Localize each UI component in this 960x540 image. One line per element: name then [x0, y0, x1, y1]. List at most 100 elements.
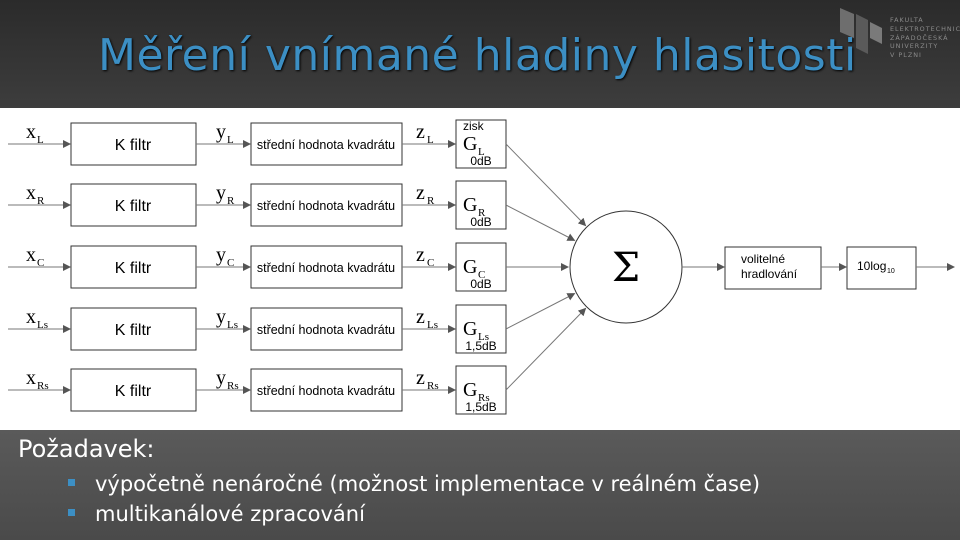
gain-symbol-sub: Ls: [478, 331, 489, 343]
k-filter-block: [70, 122, 197, 166]
university-logo: FAKULTA ELEKTROTECHNICKÁ ZÁPADOČESKÁ UNI…: [834, 4, 960, 68]
gain-block: [455, 242, 507, 292]
power-label: z: [416, 182, 425, 204]
filtered-label-sub: R: [227, 195, 235, 207]
input-label-sub: L: [37, 134, 44, 146]
title-band: [0, 0, 960, 108]
gain-value: 0dB: [470, 215, 491, 229]
mean-square-label: střední hodnota kvadrátu: [257, 261, 395, 275]
mean-square-block: [250, 245, 403, 289]
gain-value: 1,5dB: [465, 339, 496, 353]
k-filter-block: [70, 307, 197, 351]
gain-block: [455, 180, 507, 230]
gain-symbol: G: [463, 133, 477, 155]
k-filter-label: K filtr: [115, 137, 152, 154]
filtered-label-sub: Rs: [227, 380, 239, 392]
k-filter-label: K filtr: [115, 198, 152, 215]
k-filter-label: K filtr: [115, 322, 152, 339]
requirements-panel: Požadavek: výpočetně nenáročné (možnost …: [0, 430, 960, 540]
gain-symbol: G: [463, 318, 477, 340]
gating-label: hradlování: [741, 267, 798, 281]
gain-symbol: G: [463, 256, 477, 278]
gain-symbol-sub: Rs: [478, 392, 490, 404]
input-label: x: [26, 182, 36, 204]
gain-caption: zisk: [463, 119, 485, 133]
requirement-text: výpočetně nenáročné (možnost implementac…: [95, 472, 761, 496]
gating-label: volitelné: [741, 252, 785, 266]
logo-line: UNIVERZITY: [890, 42, 939, 51]
filtered-label-sub: Ls: [227, 319, 238, 331]
power-label-sub: L: [427, 134, 434, 146]
sigma-icon: Σ: [612, 245, 640, 291]
gain-value: 0dB: [470, 277, 491, 291]
sum-input-line: [505, 143, 587, 227]
gain-symbol: G: [463, 379, 477, 401]
mean-square-block: [250, 368, 403, 412]
power-label-sub: Rs: [427, 380, 439, 392]
gating-block: [724, 246, 822, 290]
power-label: z: [416, 306, 425, 328]
power-label-sub: R: [427, 195, 435, 207]
bullet-square-icon: [68, 478, 75, 486]
power-label: z: [416, 121, 425, 143]
input-label: x: [26, 244, 36, 266]
filtered-label: y: [216, 182, 226, 204]
mean-square-block: [250, 183, 403, 227]
gain-value: 0dB: [470, 154, 491, 168]
slide-title: Měření vnímané hladiny hlasitosti: [98, 30, 857, 81]
input-label: x: [26, 306, 36, 328]
power-label: z: [416, 367, 425, 389]
sum-input-line: [505, 307, 587, 391]
k-filter-label: K filtr: [115, 383, 152, 400]
sum-input-line: [505, 204, 576, 241]
logo-text: FAKULTA ELEKTROTECHNICKÁ ZÁPADOČESKÁ UNI…: [890, 16, 960, 60]
input-label-sub: Rs: [37, 380, 49, 392]
log-block: [846, 246, 917, 290]
logo-line: FAKULTA: [890, 16, 924, 24]
mean-square-label: střední hodnota kvadrátu: [257, 199, 395, 213]
log-label-sub: 10: [887, 268, 895, 275]
gain-symbol-sub: L: [478, 146, 485, 158]
filtered-label-sub: C: [227, 257, 234, 269]
mean-square-label: střední hodnota kvadrátu: [257, 138, 395, 152]
mean-square-label: střední hodnota kvadrátu: [257, 323, 395, 337]
k-filter-label: K filtr: [115, 260, 152, 277]
sum-input-line: [505, 293, 576, 330]
logo-line: V PLZNI: [890, 51, 922, 60]
input-label: x: [26, 121, 36, 143]
filtered-label: y: [216, 121, 226, 143]
filtered-label: y: [216, 306, 226, 328]
filtered-label: y: [216, 367, 226, 389]
mean-square-block: [250, 307, 403, 351]
requirement-item: multikanálové zpracování: [68, 502, 365, 526]
k-filter-block: [70, 245, 197, 289]
log-label: 10log: [857, 259, 886, 273]
requirements-heading: Požadavek:: [18, 435, 155, 463]
power-label-sub: Ls: [427, 319, 438, 331]
mean-square-label: střední hodnota kvadrátu: [257, 384, 395, 398]
mean-square-block: [250, 122, 403, 166]
input-label-sub: Ls: [37, 319, 48, 331]
gain-value: 1,5dB: [465, 400, 496, 414]
logo-line: ZÁPADOČESKÁ: [890, 33, 949, 42]
logo-line: ELEKTROTECHNICKÁ: [890, 24, 960, 33]
gain-symbol: G: [463, 194, 477, 216]
filtered-label-sub: L: [227, 134, 234, 146]
k-filter-block: [70, 183, 197, 227]
gain-symbol-sub: R: [478, 207, 486, 219]
input-label-sub: R: [37, 195, 45, 207]
input-label: x: [26, 367, 36, 389]
bullet-square-icon: [68, 508, 75, 516]
gain-block: [455, 365, 507, 415]
gain-symbol-sub: C: [478, 269, 485, 281]
filtered-label: y: [216, 244, 226, 266]
input-label-sub: C: [37, 257, 44, 269]
k-filter-block: [70, 368, 197, 412]
university-logo-icon: [840, 8, 882, 54]
requirement-item: výpočetně nenáročné (možnost implementac…: [68, 472, 760, 496]
power-label-sub: C: [427, 257, 434, 269]
power-label: z: [416, 244, 425, 266]
requirement-text: multikanálové zpracování: [95, 502, 365, 526]
